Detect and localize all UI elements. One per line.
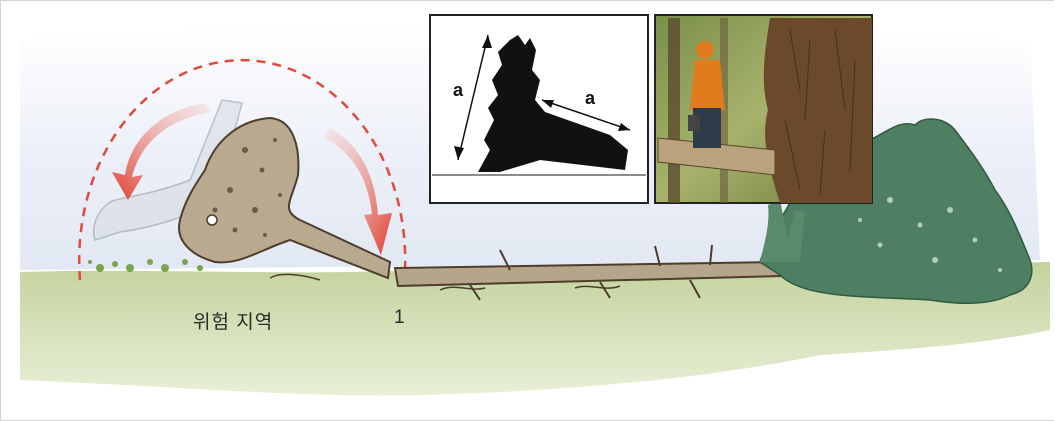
root-mass <box>764 18 872 203</box>
inset-photo-chainsaw-worker <box>655 15 872 203</box>
marker-number-label: 1 <box>394 307 405 329</box>
inset-silhouette-diagram <box>430 15 648 203</box>
dimension-label-a1: a <box>453 80 463 101</box>
danger-zone-label: 위험 지역 <box>193 307 273 334</box>
dimension-label-a2: a <box>585 88 595 109</box>
